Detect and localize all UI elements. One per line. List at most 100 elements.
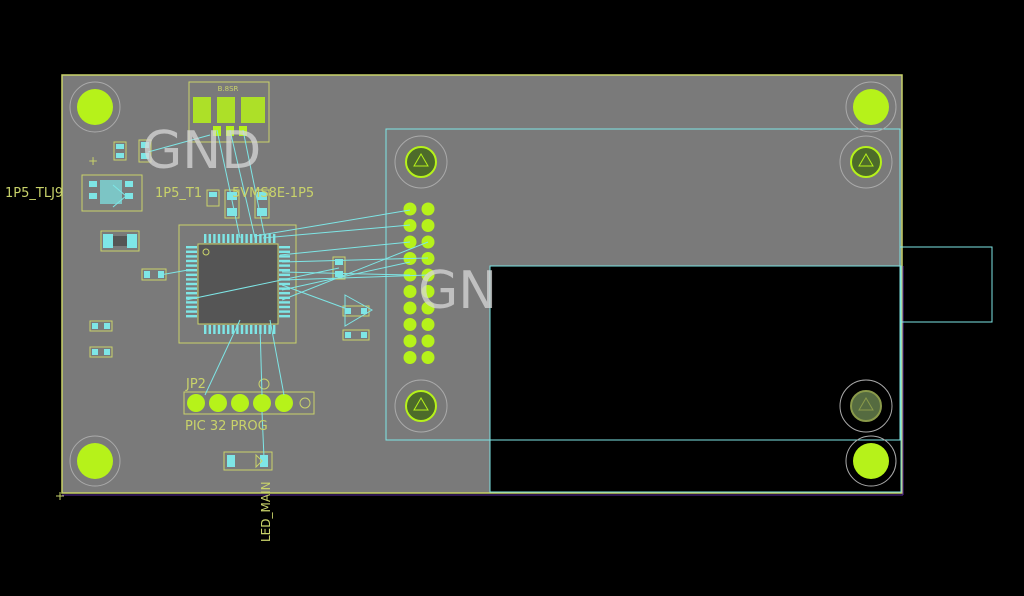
qfp-pad: [279, 250, 290, 253]
qfp-pad: [279, 259, 290, 263]
qfp-pad: [186, 273, 197, 276]
mid-ic-ref: 1P5_T1: [155, 186, 202, 201]
qfp-pad: [213, 325, 216, 334]
qfp-pad: [250, 234, 253, 243]
capacitor-c5[interactable]: [206, 189, 220, 207]
qfp-pad: [279, 246, 290, 249]
qfp-pad: [186, 287, 197, 290]
connector-hole-3[interactable]: [394, 379, 448, 433]
tantalum-capacitor[interactable]: [100, 230, 140, 252]
qfp-pad: [231, 325, 234, 334]
qfp-pad: [222, 325, 225, 334]
qfp-pad: [186, 250, 197, 253]
connector-hole-1[interactable]: [394, 135, 448, 189]
qfp-pad: [279, 264, 290, 267]
connector-tab-outline: [899, 246, 993, 323]
connector-pin[interactable]: [403, 334, 417, 348]
qfp-pad: [250, 325, 253, 334]
header-jp2[interactable]: [183, 378, 315, 415]
connector-pin[interactable]: [403, 202, 417, 216]
mounting-hole-top-right[interactable]: [845, 81, 897, 133]
left-ic[interactable]: [81, 174, 143, 212]
left-ic-ref: 1P5_TLJ9: [5, 186, 63, 201]
qfp-pad: [208, 234, 211, 243]
resistor-r5[interactable]: [342, 305, 370, 317]
mounting-hole-bottom-right[interactable]: [845, 435, 897, 487]
ratsnest-lines: [147, 129, 429, 459]
qfp-pad: [186, 315, 197, 318]
regulator-marking: B.8SR: [218, 85, 239, 93]
qfp-pad: [263, 234, 267, 243]
connector-pin[interactable]: [403, 351, 417, 364]
connector-pin[interactable]: [421, 202, 435, 216]
gnd-label-mid: GN: [418, 261, 497, 321]
qfp-pad: [279, 255, 290, 258]
mounting-hole-bottom-left[interactable]: [69, 435, 121, 487]
qfp-pad: [227, 234, 230, 243]
qfp-pad: [279, 301, 290, 304]
connector-pin[interactable]: [421, 219, 435, 232]
qfp-pad: [186, 246, 197, 249]
qfp-pad: [204, 234, 207, 243]
connector-pin[interactable]: [421, 351, 435, 364]
qfp-pad: [240, 234, 244, 243]
qfp-pad: [279, 305, 290, 309]
diode-triangle[interactable]: [344, 294, 374, 327]
connector-pin[interactable]: [421, 318, 435, 331]
qfp-pad: [186, 278, 197, 281]
qfp-pad: [186, 305, 197, 309]
qfp-pad: [217, 234, 221, 243]
qfp-pad: [222, 234, 225, 243]
qfp-pad: [245, 325, 248, 334]
resistor-r4[interactable]: [332, 256, 346, 280]
capacitor-c3[interactable]: [224, 189, 240, 219]
qfp-pad: [186, 269, 197, 272]
qfp-pad: [236, 234, 239, 243]
resistor-r2[interactable]: [89, 320, 113, 332]
connector-hole-4[interactable]: [839, 379, 893, 433]
qfp-pad: [186, 301, 197, 304]
qfp-pad: [217, 325, 221, 334]
connector-pin[interactable]: [421, 301, 435, 315]
qfp-pad: [279, 282, 290, 286]
qfp-pad: [279, 269, 290, 272]
connector-pin[interactable]: [421, 334, 435, 348]
qfp-pad: [236, 325, 239, 334]
connector-pin[interactable]: [421, 285, 435, 298]
qfp-pad: [213, 234, 216, 243]
led-ref: LED_MAIN: [259, 481, 273, 542]
mid-ic-ref-tail: 5VMS8E-1P5: [232, 186, 314, 201]
qfp-pad: [186, 310, 197, 313]
qfp-pad: [186, 259, 197, 263]
resistor-r3[interactable]: [89, 346, 113, 358]
connector-pin[interactable]: [403, 301, 417, 315]
qfp-pad: [279, 292, 290, 295]
qfp-pad: [279, 315, 290, 318]
connector-hole-2[interactable]: [839, 135, 893, 189]
origin-marker: [56, 492, 64, 500]
connector-pin[interactable]: [403, 318, 417, 331]
resistor-r6[interactable]: [342, 329, 370, 341]
header-value: PIC 32 PROG: [185, 419, 268, 434]
voltage-regulator[interactable]: B.8SR: [188, 81, 270, 143]
qfp-pad: [279, 296, 290, 299]
qfp-pad: [227, 325, 230, 334]
qfp-pad: [268, 325, 271, 334]
qfp-pad: [279, 287, 290, 290]
mounting-hole-top-left[interactable]: [69, 81, 121, 133]
gnd-label-top: GND: [142, 121, 261, 181]
qfp-pad: [186, 282, 197, 286]
capacitor-c1[interactable]: [113, 141, 127, 161]
capacitor-c4[interactable]: [254, 189, 270, 219]
header-ref: JP2: [185, 377, 206, 392]
board-cutout: [489, 265, 902, 493]
qfp-pad: [273, 325, 276, 334]
plus-mark: +: [88, 154, 98, 168]
qfp-pad: [208, 325, 211, 334]
qfp-pad: [273, 234, 276, 243]
qfp-pad: [186, 264, 197, 267]
connector-pin[interactable]: [403, 285, 417, 298]
led-main[interactable]: [223, 451, 273, 471]
qfp-pad: [240, 325, 244, 334]
